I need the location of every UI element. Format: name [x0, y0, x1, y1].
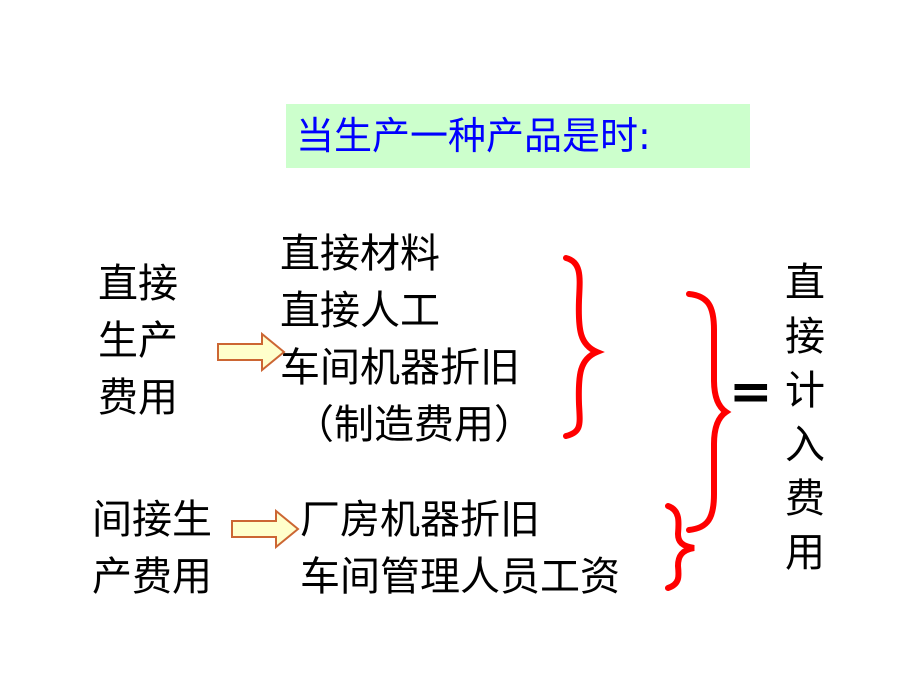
result-char: 接 — [785, 314, 825, 360]
title-box — [286, 104, 750, 168]
indirect-cost-label-line: 间接生 — [92, 497, 212, 543]
direct-arrow-icon — [217, 331, 286, 373]
result-char: 用 — [785, 530, 825, 576]
direct-cost-label-line: 生产 — [98, 318, 178, 364]
direct-cost-items: 直接材料 直接人工 车间机器折旧 （制造费用） — [280, 226, 534, 454]
result-char: 计 — [785, 368, 825, 414]
direct-brace-icon — [563, 255, 605, 439]
direct-cost-item: 直接人工 — [280, 288, 440, 334]
indirect-cost-item: 厂房机器折旧 — [300, 497, 540, 543]
title-text: 当生产一种产品是时: — [296, 114, 651, 158]
result-char: 直 — [785, 260, 825, 306]
combine-brace-icon — [686, 291, 732, 533]
direct-cost-item: 直接材料 — [280, 231, 440, 277]
direct-cost-label: 直接 生产 费用 — [98, 256, 208, 427]
direct-cost-item: （制造费用） — [294, 402, 534, 448]
direct-cost-label-line: 费用 — [98, 375, 178, 421]
indirect-arrow-icon — [231, 508, 300, 550]
direct-cost-item: 车间机器折旧 — [280, 345, 520, 391]
indirect-brace-icon — [665, 503, 695, 591]
result-char: 入 — [785, 422, 825, 468]
equals-sign: = — [729, 362, 773, 422]
indirect-cost-item: 车间管理人员工资 — [300, 554, 620, 600]
indirect-cost-items: 厂房机器折旧 车间管理人员工资 — [300, 492, 620, 606]
direct-cost-label-line: 直接 — [98, 261, 178, 307]
indirect-cost-label-line: 产费用 — [92, 554, 212, 600]
result-char: 费 — [785, 476, 825, 522]
indirect-cost-label: 间接生 产费用 — [92, 492, 212, 606]
result-label: 直 接 计 入 费 用 — [780, 256, 830, 580]
